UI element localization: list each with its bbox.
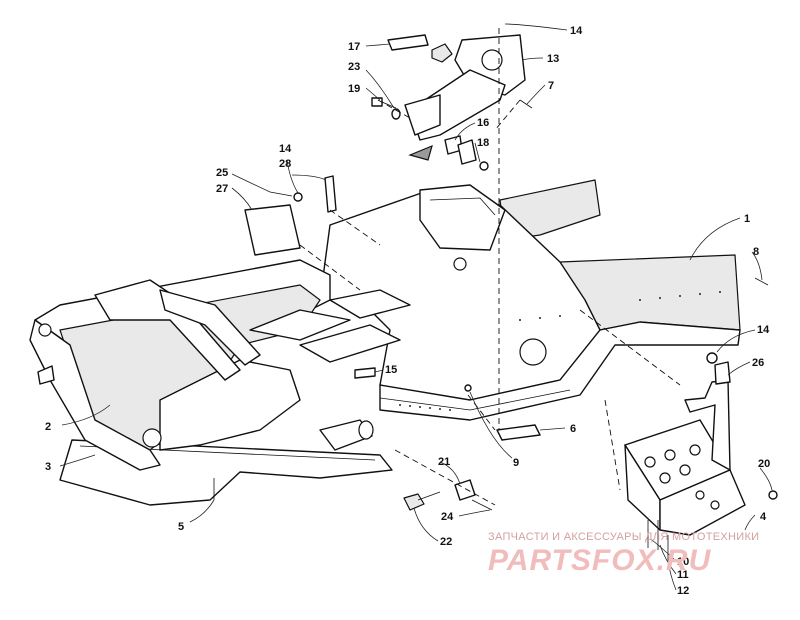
watermark-logo: PARTSFOX.RU [488,544,712,577]
callout-24: 24 [441,511,454,523]
footrest-bracket [624,419,746,536]
callout-5: 5 [178,521,184,533]
callout-28: 28 [279,158,291,170]
floor-slots [249,289,411,363]
left-bracket-group [244,175,337,256]
callout-14-right: 14 [757,324,770,336]
rivet-6 [496,424,541,441]
callout-2: 2 [45,421,51,433]
bolt-7 [519,99,533,109]
callout-23: 23 [348,61,360,73]
plate-17 [387,34,429,51]
watermark: ЗАПЧАСТИ И АКСЕССУАРЫ ДЛЯ МОТОТЕХНИКИ PA… [488,531,759,577]
alignment-lines [299,28,681,506]
callout-13: 13 [547,53,559,65]
callout-15: 15 [385,364,397,376]
callout-25: 25 [216,167,228,179]
callout-14-left: 14 [279,143,292,155]
knob [431,43,453,63]
direction-arrow [408,144,433,161]
callout-22: 22 [440,536,452,548]
callout-18: 18 [477,137,489,149]
callout-27: 27 [216,183,228,195]
callout-3: 3 [45,461,51,473]
front-bulkhead [29,259,374,471]
callouts: 1 2 3 4 5 6 7 8 9 10 11 12 13 14 14 14 1… [45,25,770,597]
leader-lines [59,23,773,591]
callout-20: 20 [758,458,770,470]
callout-16: 16 [477,117,489,129]
callout-14-top: 14 [570,25,583,37]
rivet-pattern [399,291,721,411]
callout-12: 12 [677,585,689,597]
rivet-9 [464,384,472,392]
callout-21: 21 [438,456,450,468]
clip-parts [403,479,493,511]
tunnel-frame [319,179,741,421]
fastener-15 [354,367,376,379]
bolt-20 [768,490,778,500]
foot-loop [684,361,731,471]
callout-17: 17 [348,41,360,53]
callout-8: 8 [753,246,759,258]
steering-post-bracket [404,34,526,141]
callout-19: 19 [348,83,360,95]
callout-1: 1 [744,213,750,225]
bracket-18 [457,139,477,165]
rivet-8 [754,277,769,286]
callout-26: 26 [752,357,764,369]
callout-4: 4 [760,511,767,523]
callout-9: 9 [513,457,519,469]
callout-6: 6 [570,423,576,435]
bolt-19 [371,97,397,109]
callout-10: 10 [677,556,689,568]
watermark-tagline: ЗАПЧАСТИ И АКСЕССУАРЫ ДЛЯ МОТОТЕХНИКИ [488,531,759,543]
callout-11: 11 [677,569,689,581]
nut-14-right [706,352,718,364]
callout-7: 7 [548,80,554,92]
